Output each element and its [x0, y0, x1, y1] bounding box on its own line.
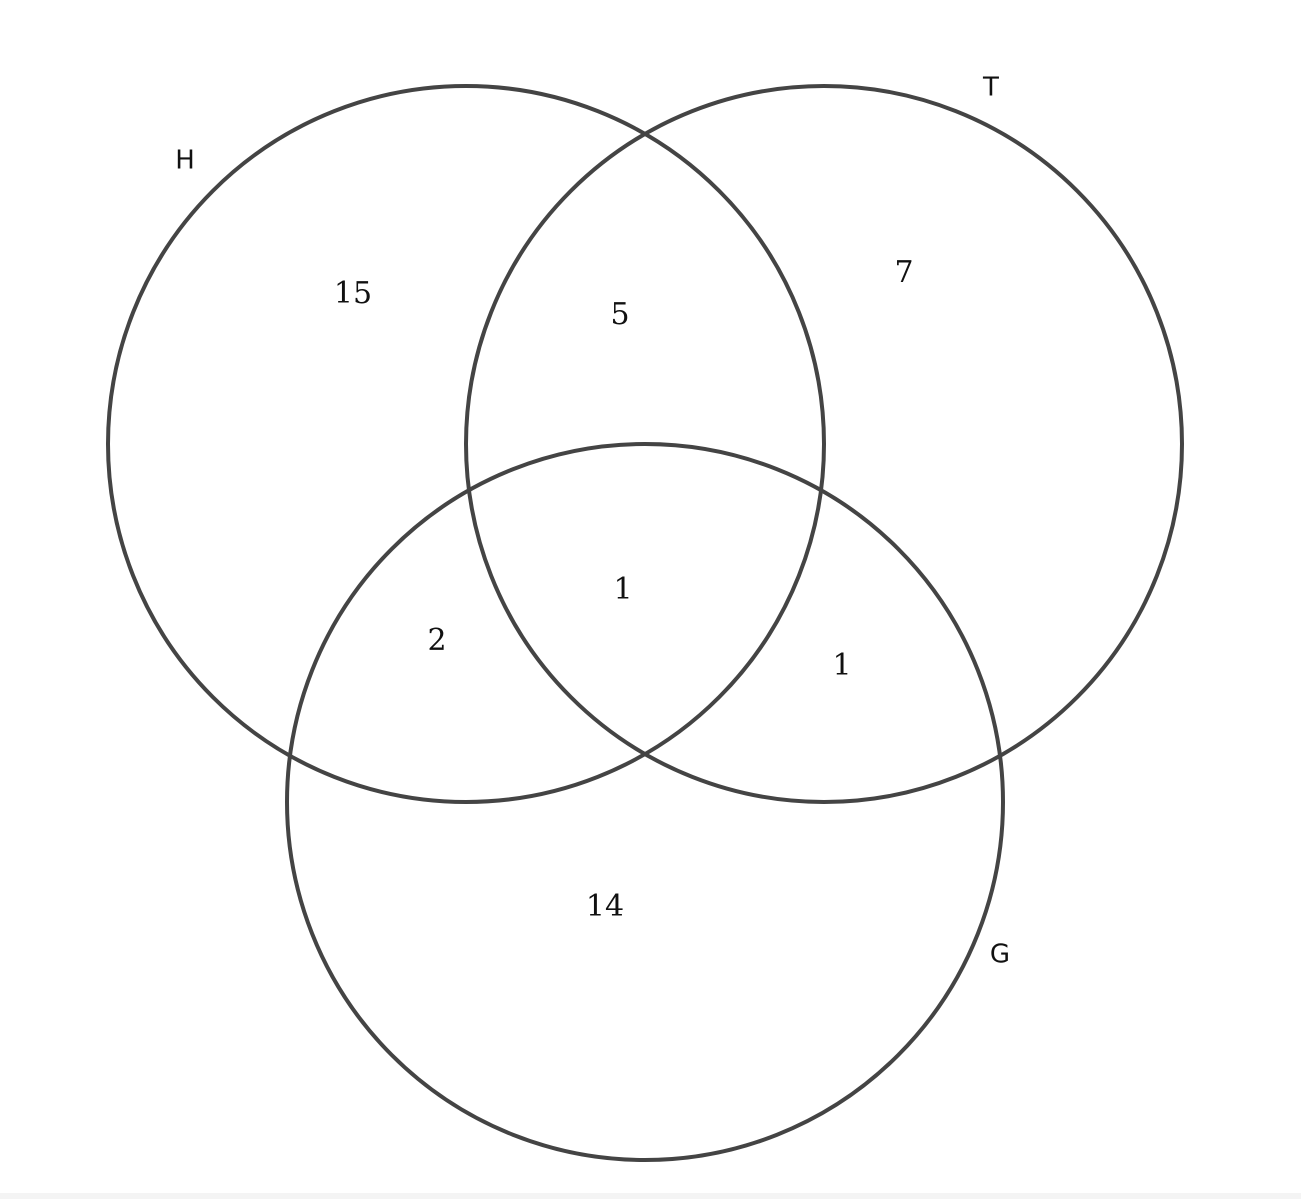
region-h-only-count: 15: [334, 276, 372, 311]
region-h-t-g-count: 1: [613, 572, 632, 607]
set-h-circle: [106, 84, 826, 804]
region-t-g-count: 1: [832, 648, 851, 683]
region-h-t-count: 5: [610, 297, 629, 332]
set-t-circle: [464, 84, 1184, 804]
set-t-label: T: [982, 73, 999, 103]
region-h-g-count: 2: [427, 623, 446, 658]
region-t-only-count: 7: [894, 255, 913, 290]
region-g-only-count: 14: [586, 889, 624, 924]
set-g-circle: [285, 442, 1005, 1162]
set-g-label: G: [990, 940, 1010, 970]
bottom-edge-strip: [0, 1193, 1301, 1199]
set-h-label: H: [175, 146, 195, 176]
